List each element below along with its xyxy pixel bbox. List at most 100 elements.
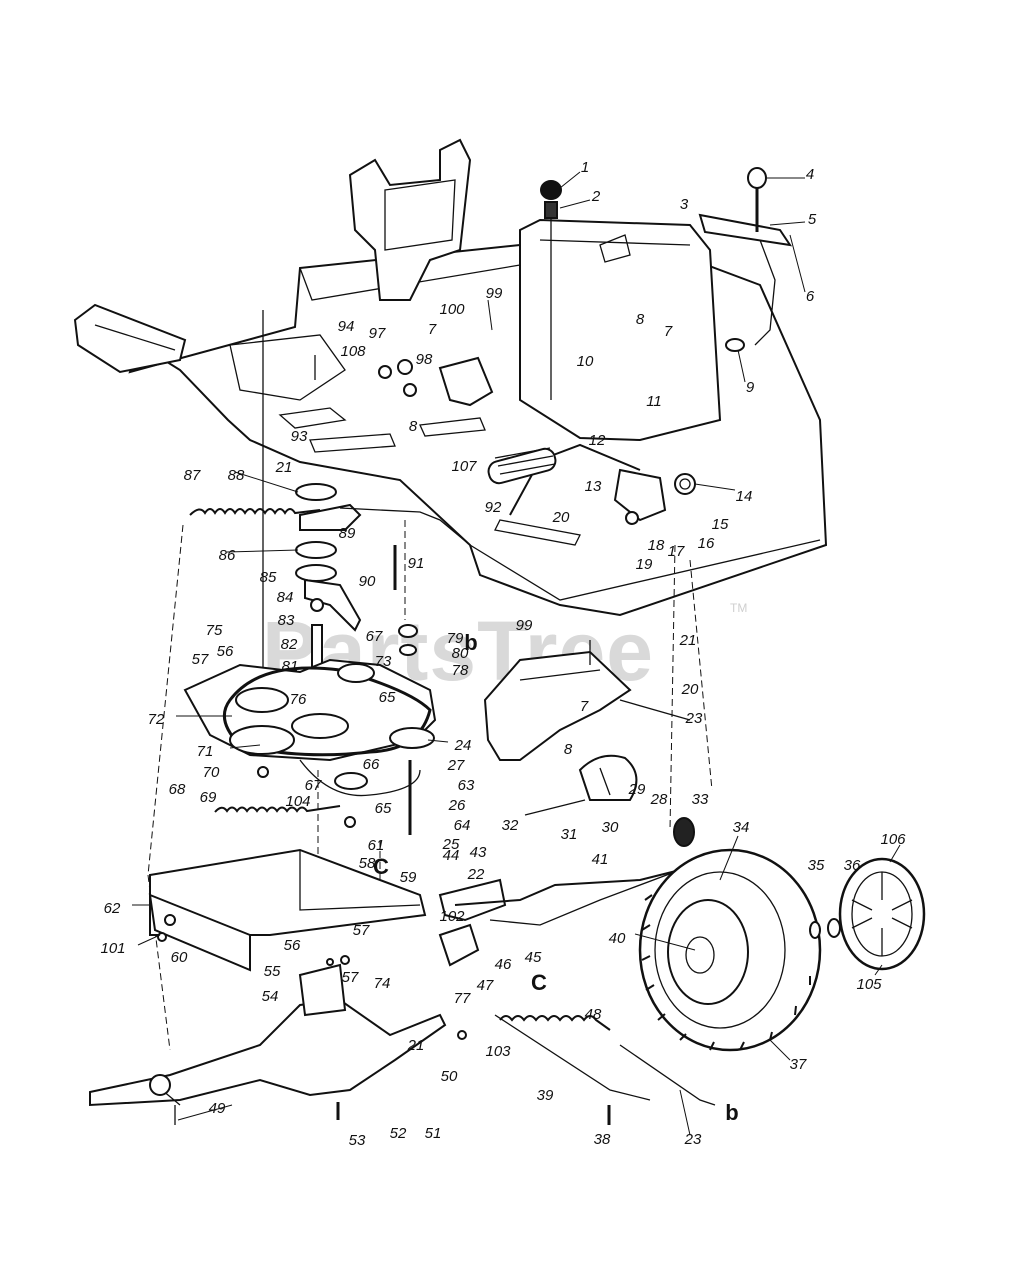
part-callout-67-59: 67	[305, 777, 322, 794]
part-callout-7-28: 7	[428, 321, 437, 338]
part-callout-7-6: 7	[664, 323, 673, 340]
part-callout-21-112: 21	[407, 1037, 425, 1054]
part-callout-74-103: 74	[374, 975, 391, 992]
part-callout-99-31: 99	[486, 285, 503, 302]
fasteners	[157, 914, 611, 1125]
part-callout-106-82: 106	[880, 831, 906, 848]
part-callout-61-67: 61	[368, 837, 385, 854]
valve-cap	[673, 817, 695, 847]
part-callout-66-55: 66	[363, 756, 380, 773]
part-callout-6-5: 6	[806, 288, 815, 305]
part-callout-49-113: 49	[209, 1100, 226, 1117]
watermark-trademark: TM	[730, 601, 747, 615]
part-callout-101-94: 101	[100, 940, 125, 957]
part-callout-94-25: 94	[338, 318, 355, 335]
part-callout-16-15: 16	[698, 535, 715, 552]
mount-tray	[148, 848, 427, 972]
spring-68	[214, 805, 341, 813]
part-callout-11-10: 11	[646, 393, 662, 410]
part-callout-93-23: 93	[291, 428, 308, 445]
part-callout-46-98: 46	[495, 956, 512, 973]
part-callout-71-54: 71	[197, 743, 214, 760]
mount-bracket	[314, 355, 494, 407]
part-callout-56-97: 56	[284, 937, 301, 954]
part-callout-100-30: 100	[439, 301, 465, 318]
part-callout-57-50: 57	[192, 651, 209, 668]
part-callout-55-101: 55	[264, 963, 281, 980]
part-callout-32-77: 32	[502, 817, 519, 834]
part-callout-68-61: 68	[169, 781, 186, 798]
part-callout-87-32: 87	[184, 467, 201, 484]
part-callout-63-60: 63	[458, 777, 475, 794]
part-callout-65-52: 65	[379, 689, 396, 706]
part-callout-48-107: 48	[585, 1006, 602, 1023]
part-callout-4-3: 4	[806, 166, 814, 183]
axle-washers	[809, 918, 841, 939]
callout-leaders	[132, 171, 901, 1136]
part-callout-88-33: 88	[228, 467, 245, 484]
part-callout-57-102: 57	[342, 969, 359, 986]
transaxle	[89, 963, 447, 1125]
part-callout-15-14: 15	[712, 516, 729, 533]
connector-label-b-0: b	[464, 630, 477, 655]
part-callout-77-105: 77	[454, 990, 471, 1007]
part-callout-89-34: 89	[339, 525, 356, 542]
part-callout-76-51: 76	[290, 691, 307, 708]
part-callout-47-104: 47	[477, 977, 494, 994]
part-callout-58-89: 58	[359, 855, 376, 872]
part-callout-64-66: 64	[454, 817, 471, 834]
part-callout-52-116: 52	[390, 1125, 407, 1142]
part-callout-45-99: 45	[525, 949, 542, 966]
part-callout-30-79: 30	[602, 819, 619, 836]
shift-rod	[454, 869, 681, 906]
part-callout-22-87: 22	[467, 866, 485, 883]
cable-91	[339, 507, 471, 656]
shift-lever	[698, 167, 793, 352]
part-callout-57-96: 57	[353, 922, 370, 939]
part-callout-85-36: 85	[260, 569, 277, 586]
part-callout-75-41: 75	[206, 622, 223, 639]
part-callout-79-46: 79	[447, 630, 464, 647]
hub-cap	[838, 857, 926, 971]
part-callout-23-72: 23	[685, 710, 703, 727]
rear-tire	[638, 848, 822, 1052]
part-callout-99-69: 99	[516, 617, 533, 634]
part-callout-43-85: 43	[470, 844, 487, 861]
seat-bracket	[348, 138, 472, 301]
part-callout-25-68: 25	[442, 836, 460, 853]
connector-label-C-2: C	[531, 970, 547, 995]
brake-rod	[487, 443, 641, 516]
part-callout-50-110: 50	[441, 1068, 458, 1085]
part-callout-8-7: 8	[636, 311, 645, 328]
part-callout-81-43: 81	[282, 658, 299, 675]
part-callout-2-1: 2	[591, 188, 601, 205]
part-callout-29-76: 29	[628, 781, 646, 798]
connector-label-C-1: C	[373, 854, 389, 879]
spring-87	[189, 508, 321, 516]
part-callout-90-37: 90	[359, 573, 376, 590]
part-callout-103-108: 103	[485, 1043, 511, 1060]
part-callout-28-75: 28	[650, 791, 668, 808]
part-callout-27-58: 27	[447, 757, 465, 774]
part-callout-20-19: 20	[552, 509, 570, 526]
part-callout-13-12: 13	[585, 478, 602, 495]
part-callout-19-18: 19	[636, 556, 653, 573]
part-callout-105-100: 105	[856, 976, 882, 993]
brake-disc	[524, 754, 638, 816]
part-callout-62-91: 62	[104, 900, 121, 917]
part-callout-41-88: 41	[592, 851, 609, 868]
part-callout-59-90: 59	[400, 869, 417, 886]
part-callout-72-53: 72	[148, 711, 165, 728]
brake-bracket	[483, 640, 691, 761]
part-callout-21-70: 21	[679, 632, 697, 649]
part-callout-37-109: 37	[790, 1056, 807, 1073]
part-callout-23-118: 23	[684, 1131, 702, 1148]
part-callout-73-45: 73	[375, 653, 392, 670]
part-callout-83-40: 83	[278, 612, 295, 629]
control-bracket	[438, 869, 681, 967]
part-callout-86-35: 86	[219, 547, 236, 564]
part-callout-36-84: 36	[844, 857, 861, 874]
part-callout-67-44: 67	[366, 628, 383, 645]
